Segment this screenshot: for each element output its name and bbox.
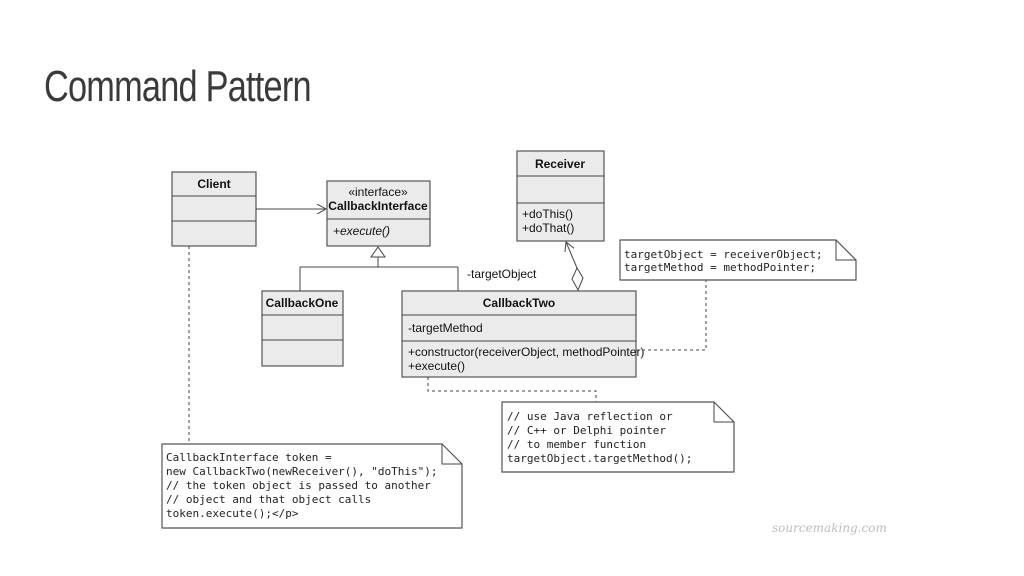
- slide-title: Command Pattern: [44, 62, 312, 111]
- association-label: -targetObject: [467, 267, 537, 281]
- generalization-connector: [299, 246, 459, 291]
- aggregation-diamond-icon: [571, 266, 584, 292]
- callback-two-op-constructor: +constructor(receiverObject, methodPoint…: [408, 345, 644, 359]
- receiver-op-dothis: +doThis(): [522, 207, 573, 221]
- client-name: Client: [197, 177, 230, 191]
- note-client-line-2: new CallbackTwo(newReceiver(), "doThis")…: [166, 465, 438, 478]
- aggregation-connector: [566, 242, 584, 292]
- callback-one-name: CallbackOne: [266, 296, 339, 310]
- client-class: Client: [171, 171, 257, 247]
- interface-stereotype: «interface»: [348, 185, 408, 199]
- note-reflection-line-4: targetObject.targetMethod();: [507, 452, 692, 465]
- note-client-line-1: CallbackInterface token =: [166, 451, 332, 464]
- target-note-link: [636, 280, 707, 351]
- note-client-line-5: token.execute();</p>: [166, 507, 299, 520]
- note-reflection-line-2: // C++ or Delphi pointer: [507, 424, 666, 437]
- watermark: sourcemaking.com: [772, 521, 887, 535]
- reflection-note-link: [427, 377, 597, 402]
- note-client-line-4: // object and that object calls: [166, 493, 371, 506]
- receiver-class: Receiver +doThis() +doThat(): [516, 150, 605, 242]
- note-target: targetObject = receiverObject; targetMet…: [619, 239, 857, 281]
- note-client-line-3: // the token object is passed to another: [166, 479, 431, 492]
- receiver-op-dothat: +doThat(): [522, 221, 574, 235]
- note-reflection: // use Java reflection or // C++ or Delp…: [501, 401, 735, 473]
- note-client-code: CallbackInterface token = new CallbackTw…: [161, 443, 463, 529]
- inheritance-triangle-icon: [370, 246, 386, 258]
- interface-operation: +execute(): [333, 224, 390, 238]
- callback-two-class: CallbackTwo -targetMethod +constructor(r…: [401, 290, 644, 378]
- callback-one-class: CallbackOne: [261, 290, 344, 367]
- note-reflection-line-1: // use Java reflection or: [507, 410, 673, 423]
- callback-interface-class: «interface» CallbackInterface +execute(): [326, 180, 431, 247]
- note-target-line-2: targetMethod = methodPointer;: [624, 261, 816, 274]
- callback-two-name: CallbackTwo: [483, 296, 555, 310]
- note-target-line-1: targetObject = receiverObject;: [624, 248, 823, 261]
- note-reflection-line-3: // to member function: [507, 438, 646, 451]
- callback-two-op-execute: +execute(): [408, 359, 465, 373]
- callback-interface-name: CallbackInterface: [328, 199, 428, 213]
- receiver-name: Receiver: [535, 157, 585, 171]
- callback-two-attr: -targetMethod: [408, 321, 483, 335]
